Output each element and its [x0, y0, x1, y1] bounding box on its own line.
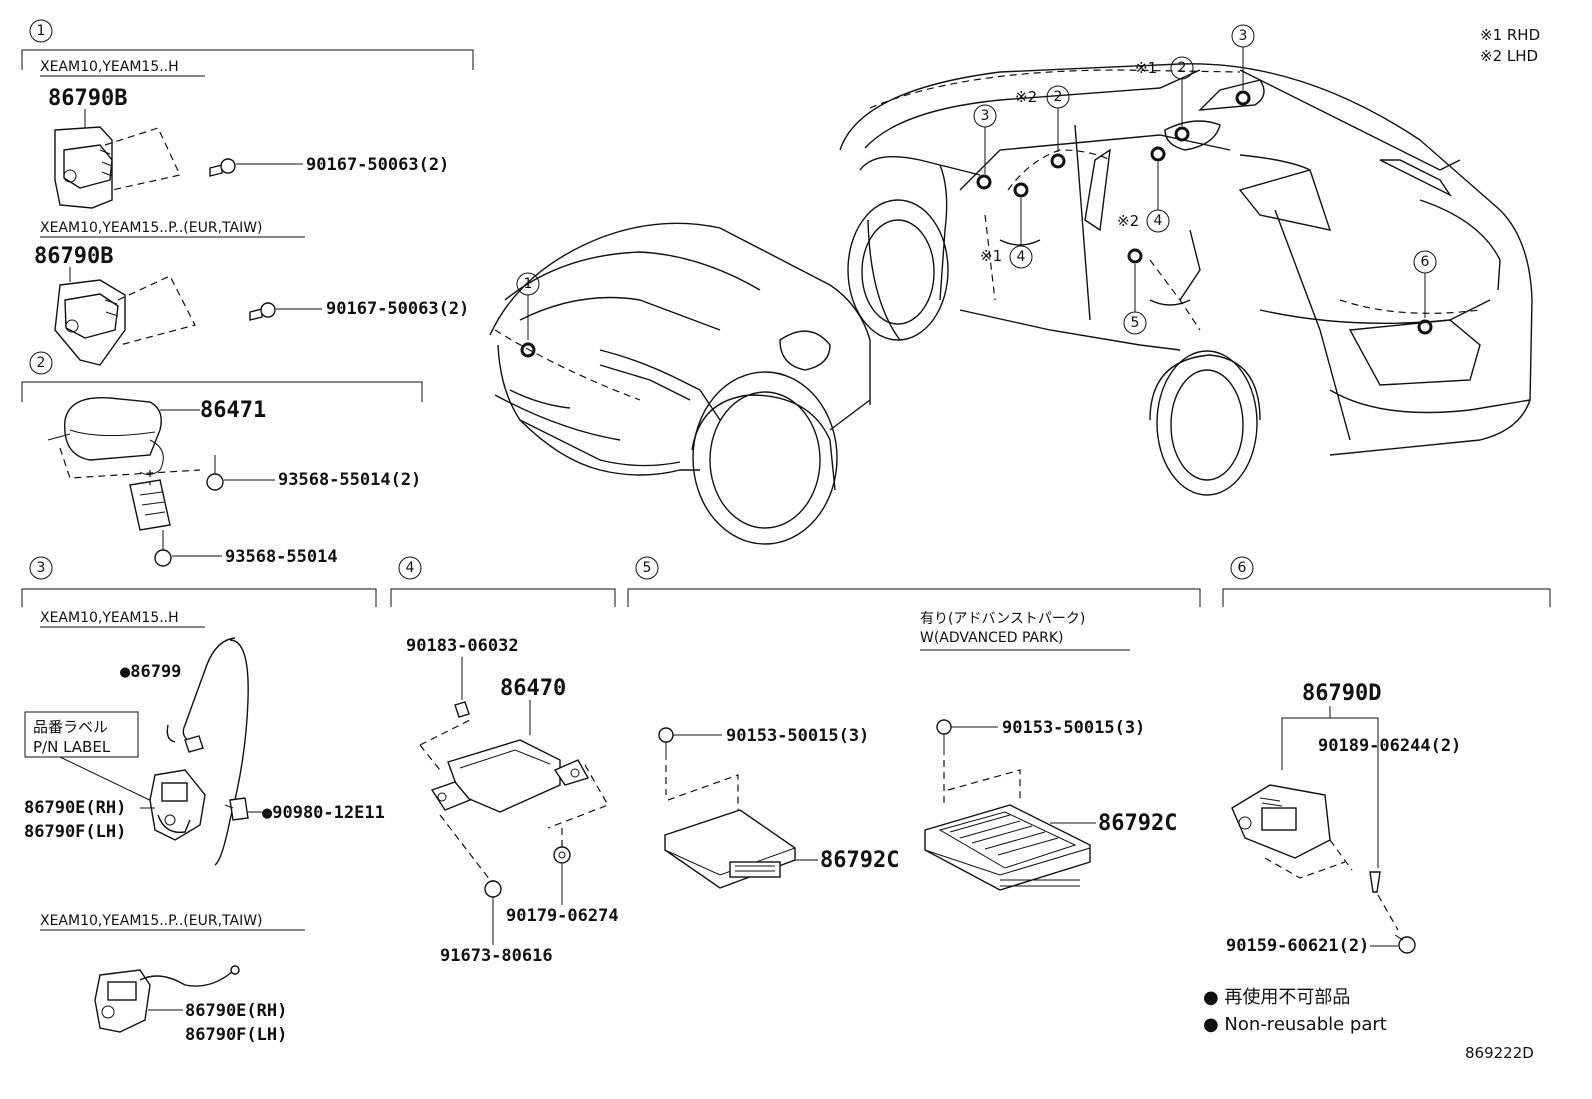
pn-label-box: 品番ラベル P/N LABEL [24, 711, 139, 758]
section-5-bolt-b: 90153-50015(3) [1002, 718, 1145, 738]
callout-4-left: 4 [1017, 249, 1026, 265]
section-2: 2 86471 93568-55014(2) 93568-55014 [21, 351, 423, 567]
section-3-camera-lh-b: 86790F(LH) [185, 1025, 287, 1045]
back-camera-bolt [1394, 934, 1416, 954]
section-3-harness: ●86799 [120, 662, 181, 682]
diagram-code: 869222D [1465, 1044, 1534, 1062]
pn-label-jp: 品番ラベル [33, 718, 108, 736]
screw-b [154, 530, 172, 567]
callout-mark-lhd-side: ※2 [1117, 212, 1139, 230]
section-1-number: 1 [37, 23, 46, 39]
back-camera [1231, 784, 1331, 859]
harness-wire [166, 637, 249, 866]
callout-2-right: 2 [1178, 60, 1187, 76]
section-1-condition-b: XEAM10,YEAM15..P..(EUR,TAIW) [40, 220, 263, 236]
section-6-bolt: 90159-60621(2) [1226, 936, 1369, 956]
section-1-part-a: 86790B [48, 86, 127, 111]
section-6-part: 86790D [1302, 681, 1381, 706]
section-2-bolt-b: 93568-55014 [225, 547, 338, 567]
callout-6: 6 [1421, 254, 1430, 270]
vehicle-rear-view [839, 63, 1533, 496]
section-4-number: 4 [406, 560, 415, 576]
rear-camera-bracket-b [54, 279, 126, 366]
legend-jp: ● 再使用不可部品 [1203, 987, 1350, 1008]
callout-mark-rhd-top: ※1 [1135, 59, 1157, 77]
ecu-a [664, 809, 796, 889]
section-1-bolt-b: 90167-50063(2) [326, 299, 469, 319]
section-5-part-a: 86792C [820, 848, 899, 873]
section-5-part-b: 86792C [1098, 811, 1177, 836]
ecu-b [924, 804, 1091, 891]
section-5-condition-en: W(ADVANCED PARK) [920, 630, 1064, 646]
callout-1: 1 [524, 276, 533, 292]
note-lhd: ※2 LHD [1480, 47, 1538, 65]
ecu-bolt-b [936, 719, 952, 755]
section-4-nut: 90179-06274 [506, 906, 619, 926]
section-3-condition-a: XEAM10,YEAM15..H [40, 610, 179, 626]
section-1-bolt-a: 90167-50063(2) [306, 155, 449, 175]
clamp [224, 797, 249, 821]
vehicle-front-view [489, 222, 871, 545]
yaw-sensor-bolt [484, 880, 502, 900]
section-5-number: 5 [643, 560, 652, 576]
section-2-part: 86471 [200, 398, 266, 423]
bolt-a [209, 158, 236, 177]
section-4: 4 90183-06032 86470 91673-80616 90179 [390, 556, 619, 966]
section-1-part-b: 86790B [34, 244, 113, 269]
section-3-camera-rh-b: 86790E(RH) [185, 1001, 287, 1021]
yaw-sensor [430, 739, 590, 813]
section-3-camera-lh: 86790F(LH) [24, 822, 126, 842]
section-5-condition-jp: 有り(アドバンストパーク) [920, 611, 1085, 627]
callout-mark-lhd-top: ※2 [1015, 88, 1037, 106]
section-3: 3 XEAM10,YEAM15..H ●86799 品番ラベル P/N LABE… [21, 556, 385, 1045]
side-camera-b [94, 965, 240, 1033]
section-6-screw: 90189-06244(2) [1318, 736, 1461, 756]
bolt-b [249, 302, 276, 321]
callout-mark-rhd-side: ※1 [980, 247, 1002, 265]
section-1: 1 XEAM10,YEAM15..H 86790B 90167-50063(2)… [21, 19, 474, 366]
section-1-condition-a: XEAM10,YEAM15..H [40, 59, 179, 75]
ecu-bolt-a [658, 727, 674, 760]
callout-3-right: 3 [1239, 28, 1248, 44]
sensor-unit [47, 396, 164, 476]
note-rhd: ※1 RHD [1480, 26, 1540, 44]
section-4-bolt: 91673-80616 [440, 946, 553, 966]
legend-en: ● Non-reusable part [1203, 1014, 1387, 1035]
section-3-camera-rh: 86790E(RH) [24, 798, 126, 818]
section-2-bolt-a: 93568-55014(2) [278, 470, 421, 490]
section-4-part: 86470 [500, 676, 566, 701]
section-2-number: 2 [37, 355, 46, 371]
callout-4-right: 4 [1154, 213, 1163, 229]
pn-label-en: P/N LABEL [33, 738, 111, 756]
section-4-clip: 90183-06032 [406, 636, 519, 656]
rear-camera-bracket-a [54, 126, 113, 209]
screw-a [206, 455, 224, 491]
section-6: 6 86790D 90189-06244(2) 90159-60621(2) [1222, 556, 1551, 956]
section-3-number: 3 [37, 560, 46, 576]
callout-5: 5 [1131, 315, 1140, 331]
sensor-bracket [129, 479, 171, 531]
section-3-condition-b: XEAM10,YEAM15..P..(EUR,TAIW) [40, 913, 263, 929]
callouts: 1 2 ※2 2 ※1 3 3 4 ※1 4 ※ [516, 24, 1437, 358]
side-camera [149, 769, 206, 841]
yaw-sensor-nut [553, 828, 571, 864]
section-6-number: 6 [1238, 560, 1247, 576]
section-5-bolt-a: 90153-50015(3) [726, 726, 869, 746]
callout-2-left: 2 [1054, 89, 1063, 105]
callout-3-left: 3 [981, 108, 990, 124]
section-3-clip: ●90980-12E11 [262, 803, 385, 823]
section-5: 5 90153-50015(3) 86792C 有り(アドバンストパーク) W(… [627, 556, 1201, 891]
